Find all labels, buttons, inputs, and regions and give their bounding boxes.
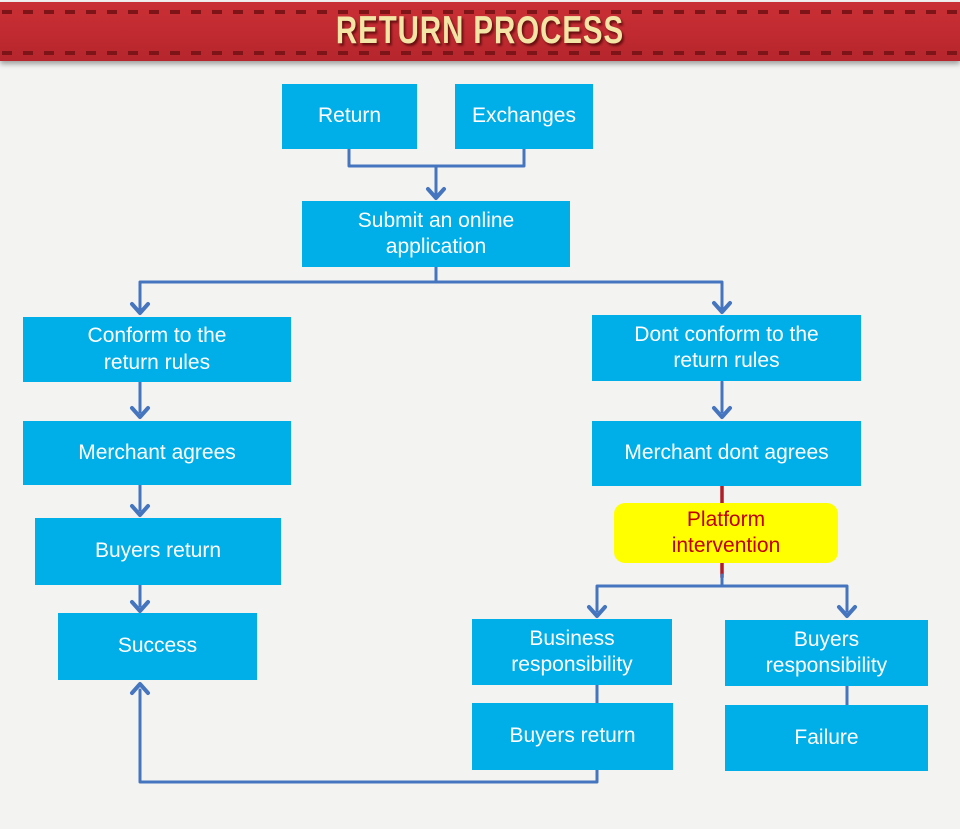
arrowhead-into-buyers-resp: [837, 605, 857, 618]
node-merchant-dont-agrees: Merchant dont agrees: [592, 421, 861, 486]
node-platform-label: Platform intervention: [671, 507, 781, 557]
arrowhead-into-dont-conform: [712, 301, 732, 314]
arrowhead-into-conform: [130, 302, 150, 315]
node-buyers-return-right: Buyers return: [472, 703, 673, 770]
node-success: Success: [58, 613, 257, 680]
arrowhead-into-buyers-return-left: [130, 504, 150, 517]
node-dont-conform-label: Dont conform to the return rules: [634, 322, 819, 372]
node-platform-intervention: Platform intervention: [614, 503, 838, 563]
connector-return-exchanges-to-submit: [347, 147, 526, 197]
node-success-label: Success: [117, 634, 198, 658]
arrowhead-into-merchant-dont: [712, 406, 732, 419]
node-conform-rules: Conform to the return rules: [23, 317, 291, 382]
node-buyers-resp-label: Buyers responsibility: [765, 627, 888, 677]
node-merchant-agrees: Merchant agrees: [23, 421, 291, 485]
node-buyers-return-right-label: Buyers return: [509, 724, 636, 748]
node-buyers-return-left: Buyers return: [35, 518, 281, 585]
arrowhead-into-submit: [426, 187, 446, 200]
arrowhead-into-success-top: [130, 600, 150, 613]
node-submit-application: Submit an online application: [302, 201, 570, 267]
title-banner: RETURN PROCESS: [0, 2, 960, 61]
node-buyers-return-left-label: Buyers return: [94, 539, 222, 563]
node-failure: Failure: [725, 705, 928, 771]
connector-feedback-to-success: [138, 688, 599, 784]
arrowhead-into-business-resp: [587, 605, 607, 618]
node-exchanges: Exchanges: [455, 84, 593, 149]
page-title: RETURN PROCESS: [335, 7, 625, 52]
node-conform-label: Conform to the return rules: [87, 324, 227, 374]
node-submit-label: Submit an online application: [357, 208, 515, 258]
node-return: Return: [282, 84, 417, 149]
connector-platform-split: [595, 573, 849, 613]
node-exchanges-label: Exchanges: [472, 104, 576, 128]
connector-submit-split: [138, 265, 724, 312]
dashed-line-top: [2, 10, 958, 14]
node-business-resp-label: Business responsibility: [511, 626, 633, 676]
node-return-label: Return: [317, 104, 382, 128]
node-business-responsibility: Business responsibility: [472, 619, 672, 685]
node-merchant-dont-label: Merchant dont agrees: [624, 441, 829, 465]
node-merchant-agrees-label: Merchant agrees: [78, 440, 236, 464]
node-failure-label: Failure: [794, 725, 859, 749]
arrowhead-into-merchant-agrees: [130, 406, 150, 419]
node-buyers-responsibility: Buyers responsibility: [725, 620, 928, 686]
node-dont-conform-rules: Dont conform to the return rules: [592, 315, 861, 381]
dashed-line-bottom: [2, 51, 958, 55]
arrowhead-into-success-bottom: [130, 682, 150, 695]
